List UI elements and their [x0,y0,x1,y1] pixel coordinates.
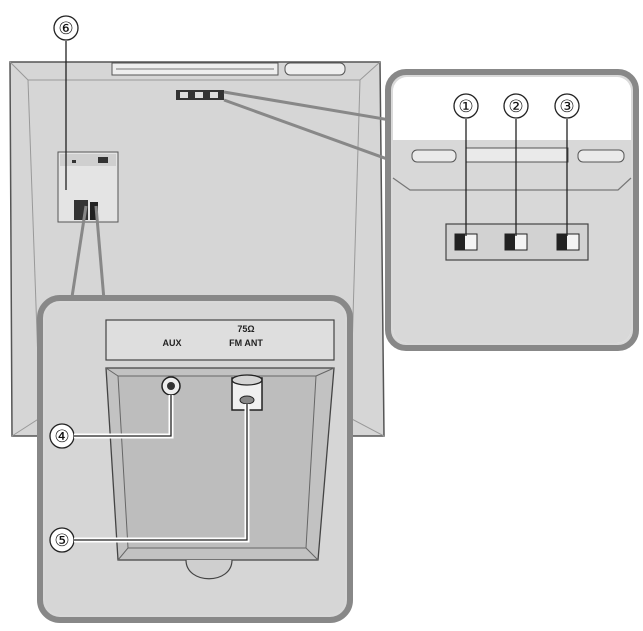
callout-3-circle [554,93,580,119]
callout-4: ④ [49,395,174,449]
connector-bottom-notch [185,559,233,580]
switch-1-knob [455,234,465,250]
aux-label: AUX [162,338,181,348]
callout-1-circle [453,93,479,119]
inset-top-edge [392,177,632,191]
callout-3: ③ [554,93,580,236]
connector-recess-inner [117,375,317,549]
zoom-line-lower-b [94,205,106,301]
switch-2[interactable] [504,233,528,251]
connector-label-band [105,319,335,361]
callout-1-number: ① [458,97,473,116]
switch-strip-dot-2 [195,92,203,98]
callout-6-number: ⑥ [58,19,73,38]
callout-6: ⑥ [53,15,79,190]
top-handle-slot [284,62,346,76]
aux-jack-hole [167,382,175,390]
callout-2-circle [503,93,529,119]
connector-recess-corners [105,367,335,561]
inset-slot-left [411,149,457,163]
callout-4-leader [74,395,172,437]
callout-3-number: ③ [559,97,574,116]
switch-strip-dot-3 [210,92,218,98]
side-panel-mark-1 [72,160,76,163]
ant-label-line2: FM ANT [229,338,263,348]
zoom-line-upper-a [223,90,391,122]
switch-2-knob [505,234,515,250]
side-panel-mark-2 [98,157,108,163]
switch-3-knob [557,234,567,250]
callout-5-number: ⑤ [54,531,69,550]
zoom-wedge-lower [68,205,106,311]
inset-slot-right [577,149,625,163]
callout-4-number: ④ [54,427,69,446]
callout-2: ② [503,93,529,236]
aux-jack[interactable] [161,376,181,396]
callout-1: ① [453,93,479,236]
callout-5: ⑤ [49,404,250,553]
fm-jack-pin [239,395,255,405]
inset-slot-center [465,147,569,163]
switch-1[interactable] [454,233,478,251]
callout-6-circle [53,15,79,41]
callout-5-leader [74,404,248,541]
zoom-wedge-upper [223,90,391,162]
inset-connectors: AUX 75Ω FM ANT [37,295,353,623]
switch-strip-dot-1 [180,92,188,98]
zoom-line-lower-a [68,205,88,311]
callout-2-number: ② [508,97,523,116]
inset-switches [385,69,639,351]
zoom-line-upper-b [223,98,391,162]
fm-jack-top [231,374,263,386]
ant-label-line1: 75Ω [237,324,254,334]
top-bevel-line [9,61,381,81]
side-panel-jack-2 [90,202,98,220]
switch-3[interactable] [556,233,580,251]
